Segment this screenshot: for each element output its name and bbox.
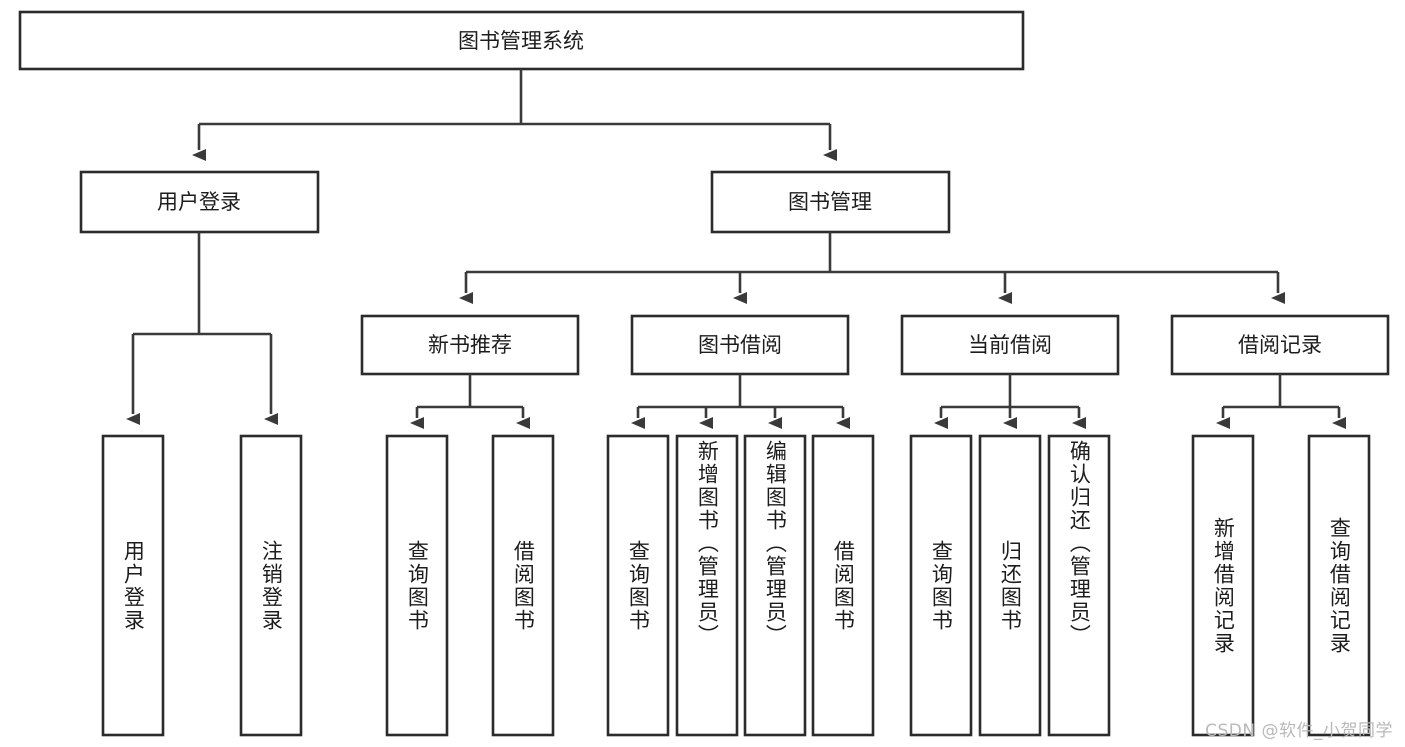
node-user-login-label: 用户登录 <box>157 190 241 214</box>
node-book-management[interactable]: 图书管理 <box>710 170 951 234</box>
node-new-book-recommend-label: 新书推荐 <box>428 333 512 357</box>
node-current-borrow-box <box>900 314 1120 376</box>
node-user-login[interactable]: 用户登录 <box>79 170 320 234</box>
connector-book-borrow-to-leaves <box>631 374 850 429</box>
leaf-box-user-login-2[interactable] <box>239 434 303 737</box>
node-root-box <box>18 10 1025 71</box>
node-borrow-record-label: 借阅记录 <box>1238 333 1322 357</box>
leaf-box-book-borrow-4[interactable] <box>811 434 875 737</box>
node-root[interactable]: 图书管理系统 <box>18 10 1025 71</box>
leaf-box-user-login-1[interactable] <box>101 434 165 737</box>
node-current-borrow[interactable]: 当前借阅 <box>900 314 1120 376</box>
connector-borrow-record-to-leaves <box>1216 374 1346 429</box>
node-current-borrow-label: 当前借阅 <box>968 333 1052 357</box>
connector-book-management-to-level3 <box>459 232 1285 304</box>
node-root-label: 图书管理系统 <box>458 29 584 53</box>
connector-new-book-to-leaves <box>410 374 530 429</box>
leaf-box-new-book-2[interactable] <box>491 434 555 737</box>
leaf-box-new-book-1[interactable] <box>385 434 449 737</box>
leaf-box-current-borrow-2[interactable] <box>978 434 1042 737</box>
leaf-box-book-borrow-1[interactable] <box>606 434 670 737</box>
connector-current-borrow-to-leaves <box>934 374 1086 429</box>
watermark-text: CSDN @软件_小贺同学 <box>1205 721 1393 741</box>
node-new-book-recommend-box <box>360 314 580 376</box>
leaf-box-current-borrow-1[interactable] <box>909 434 973 737</box>
connector-user-login-to-leaves <box>126 232 278 425</box>
connector-root-to-level2 <box>192 69 837 161</box>
leaf-box-book-borrow-3[interactable] <box>743 434 807 737</box>
leaf-box-borrow-record-2[interactable] <box>1307 434 1371 737</box>
node-borrow-record[interactable]: 借阅记录 <box>1170 314 1390 376</box>
leaf-box-borrow-record-1[interactable] <box>1191 434 1255 737</box>
node-book-borrow[interactable]: 图书借阅 <box>630 314 850 376</box>
node-new-book-recommend[interactable]: 新书推荐 <box>360 314 580 376</box>
node-user-login-box <box>79 170 320 234</box>
leaf-box-current-borrow-3[interactable] <box>1047 434 1111 737</box>
leaf-box-book-borrow-2[interactable] <box>675 434 739 737</box>
node-book-borrow-label: 图书借阅 <box>698 333 782 357</box>
node-book-management-label: 图书管理 <box>788 190 872 214</box>
